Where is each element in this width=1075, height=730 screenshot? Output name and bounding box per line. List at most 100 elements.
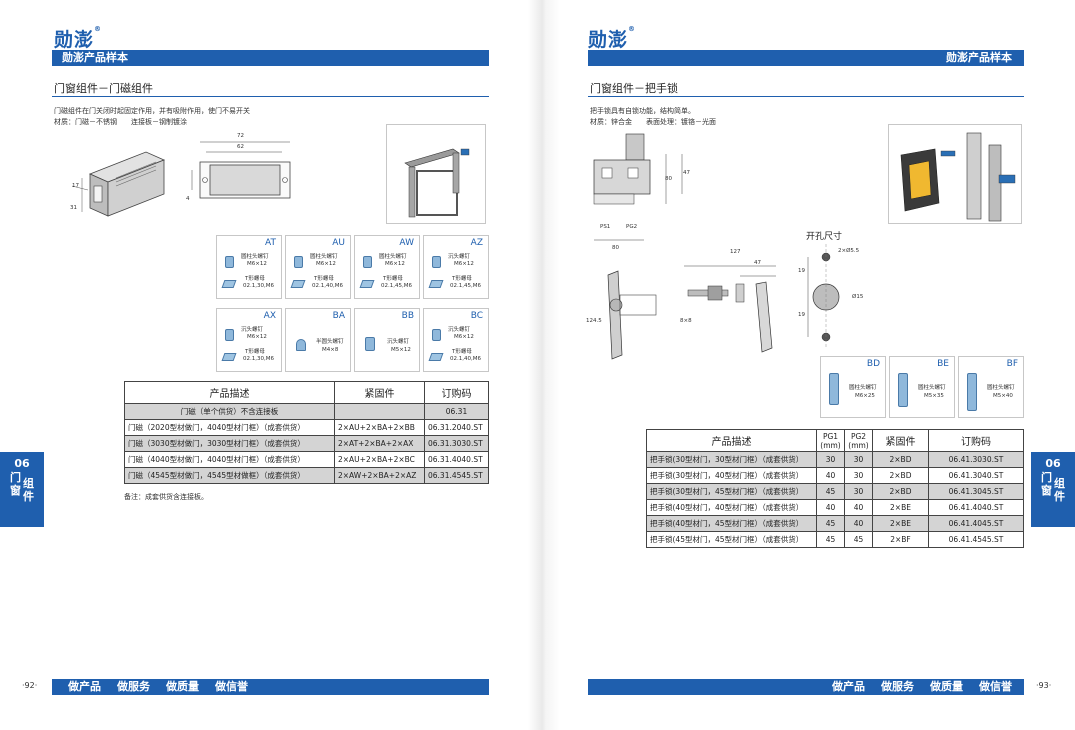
chapter-side-tab-right: 06 门窗 组件	[1031, 452, 1075, 527]
cutout-dimension-drawing	[807, 244, 840, 348]
part-code-BC: BC	[470, 311, 483, 321]
table-header: 订购码	[424, 381, 489, 404]
screw-icon	[829, 373, 839, 405]
table-header: 紧固件	[872, 429, 929, 452]
screw-icon	[967, 373, 977, 411]
part-code-BF: BF	[1006, 359, 1018, 369]
t-nut-icon	[221, 353, 237, 361]
part-box-BF: BF 圆柱头螺钉 M5×40	[958, 356, 1024, 418]
door-magnet-isometric-drawing	[71, 151, 166, 217]
brand-logo-right: 勋澎®	[588, 25, 637, 51]
chapter-side-tab-left: 06 门窗 组件	[0, 452, 44, 527]
part-box-BB: BB 沉头螺钉 M5×12	[354, 308, 420, 372]
table-row: 门磁（4040型材做门，4040型材门框）（成套供货）2×AU+2×BA+2×B…	[124, 451, 489, 468]
page-number-left: ·92·	[22, 681, 38, 690]
dim-124-5: 124.5	[586, 318, 602, 324]
dim-pg2: PG2	[626, 224, 638, 230]
screw-icon	[225, 329, 234, 341]
part-code-AT: AT	[265, 238, 276, 248]
cutout-dim-19-top: 19	[798, 268, 805, 274]
cutout-dim-19-bottom: 19	[798, 312, 805, 318]
table-note-left: 备注：成套供货含连接板。	[124, 493, 208, 501]
dim-47-horizontal: 47	[754, 260, 761, 266]
table-header: 紧固件	[334, 381, 425, 404]
part-code-AU: AU	[332, 238, 345, 248]
screw-icon	[294, 256, 303, 268]
dim-47-vertical: 47	[683, 170, 690, 176]
table-header-pg2: PG2(mm)	[844, 429, 873, 452]
screw-icon	[432, 256, 441, 268]
installation-preview-drawing	[404, 148, 470, 218]
part-box-BD: BD 圆柱头螺钉 M6×25	[820, 356, 886, 418]
t-nut-icon	[428, 280, 444, 288]
door-magnet-front-view-drawing	[191, 141, 291, 199]
page-gutter	[528, 0, 560, 730]
dim-72: 72	[237, 133, 244, 139]
dim-80-horizontal: 80	[612, 245, 619, 251]
part-box-BE: BE 圆柱头螺钉 M5×35	[889, 356, 955, 418]
part-box-AW: AW 圆柱头螺钉 M6×12 T形螺母 02.1,45,M6	[354, 235, 420, 299]
table-row: 门磁（3030型材做门，3030型材门框）（成套供货）2×AT+2×BA+2×A…	[124, 435, 489, 452]
handle-front-view-drawing	[607, 270, 657, 360]
dim-127: 127	[730, 249, 741, 255]
part-code-AZ: AZ	[470, 238, 483, 248]
dim-80-vertical: 80	[665, 176, 672, 182]
dim-17-left: 17	[72, 183, 79, 189]
page-number-right: ·93·	[1036, 681, 1052, 690]
t-nut-icon	[428, 353, 444, 361]
part-box-AT: AT 圆柱头螺钉 M6×12 T形螺母 02.1,30,M6	[216, 235, 282, 299]
section-title-right: 门窗组件－把手锁	[590, 82, 678, 95]
handle-lock-profile-drawing	[593, 133, 683, 241]
installation-preview-box	[386, 124, 486, 224]
dim-8x8: 8×8	[680, 318, 692, 324]
handle-side-view-drawing	[684, 265, 776, 353]
dim-4: 4	[186, 196, 190, 202]
part-code-BE: BE	[937, 359, 949, 369]
brand-logo-left: 勋澎®	[54, 25, 103, 51]
table-header: 产品描述	[646, 429, 817, 452]
dim-31-left: 31	[70, 205, 77, 211]
table-row: 门磁（4545型材做门，4545型材做框）（成套供货）2×AW+2×BA+2×A…	[124, 467, 489, 484]
part-box-BA: BA 半圆头螺钉 M4×8	[285, 308, 351, 372]
catalog-header-bar-left: 勋澎产品样本	[52, 50, 489, 66]
screw-icon	[432, 329, 441, 341]
section-rule-left	[52, 96, 489, 97]
screw-icon	[898, 373, 908, 407]
catalog-header-bar-right: 勋澎产品样本	[588, 50, 1024, 66]
table-header-pg1: PG1(mm)	[816, 429, 845, 452]
part-box-AU: AU 圆柱头螺钉 M6×12 T形螺母 02.1,40,M6	[285, 235, 351, 299]
screw-icon	[225, 256, 234, 268]
t-nut-icon	[221, 280, 237, 288]
cutout-title: 开孔尺寸	[806, 232, 843, 242]
part-code-BB: BB	[401, 311, 414, 321]
part-code-BA: BA	[332, 311, 345, 321]
table-header: 产品描述	[124, 381, 335, 404]
t-nut-icon	[359, 280, 375, 288]
screw-icon	[363, 256, 372, 268]
section-title-left: 门窗组件－门磁组件	[54, 82, 153, 95]
dim-ps1: PS1	[600, 224, 611, 230]
screw-icon	[365, 337, 375, 351]
description-left-1: 门磁组件在门关闭时起固定作用，并有吸附作用，使门不易开关	[54, 107, 250, 115]
handle-lock-spec-table: 产品描述 PG1(mm) PG2(mm) 紧固件 订购码 把手锁(30型材门，3…	[646, 429, 1024, 548]
part-code-BD: BD	[866, 359, 880, 369]
part-box-AX: AX 沉头螺钉 M6×12 T形螺母 02.1,30,M6	[216, 308, 282, 372]
handle-installation-preview-drawing	[900, 132, 1016, 222]
handle-installation-preview-box	[888, 124, 1022, 224]
footer-bar-right: 做产品做服务做质量做信誉	[588, 679, 1024, 695]
dim-62: 62	[237, 144, 244, 150]
table-row: 门磁（2020型材做门，4040型材门框）（成套供货）2×AU+2×BA+2×B…	[124, 419, 489, 436]
screw-icon	[296, 339, 306, 351]
table-header: 订购码	[928, 429, 1024, 452]
part-box-BC: BC 沉头螺钉 M6×12 T形螺母 02.1,40,M6	[423, 308, 489, 372]
description-right-1: 把手锁具有自锁功能，结构简单。	[590, 107, 695, 115]
part-code-AX: AX	[263, 311, 276, 321]
section-rule-right	[588, 96, 1024, 97]
